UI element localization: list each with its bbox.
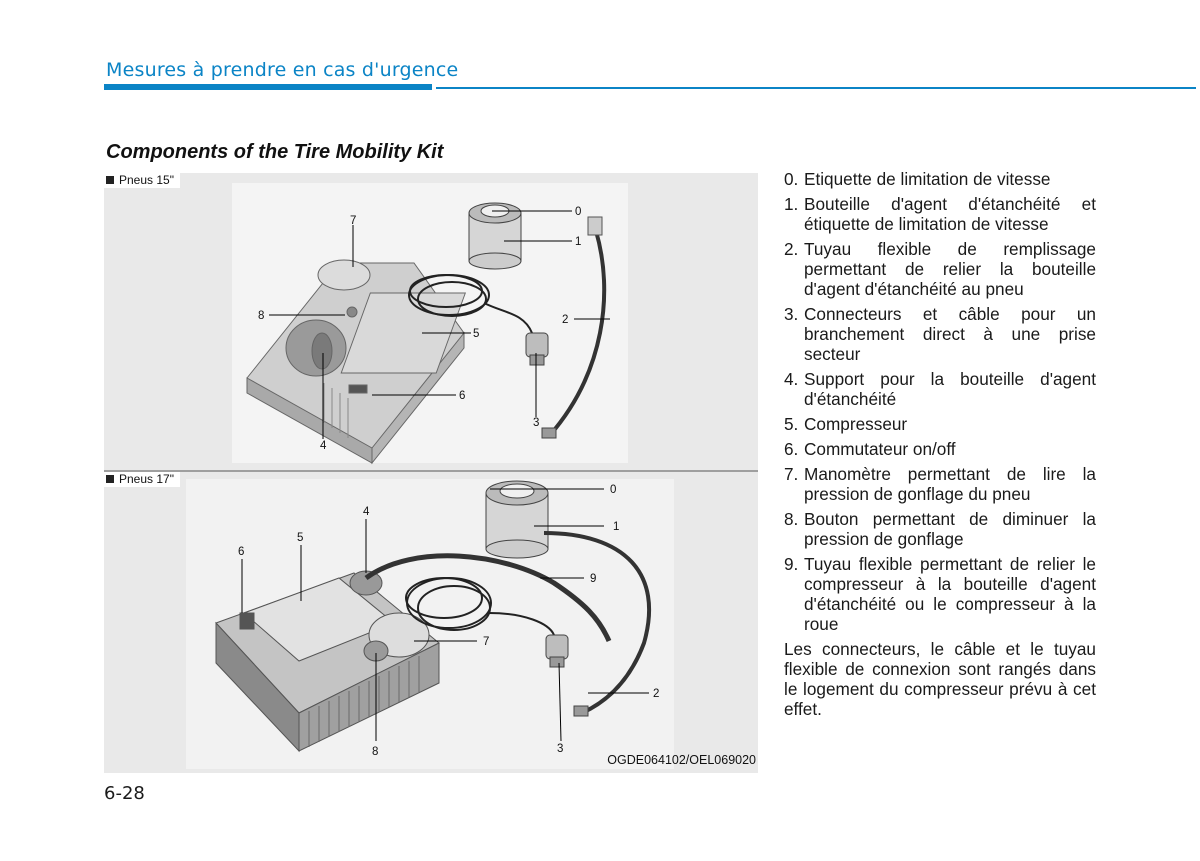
bottom-callout-9: 9 bbox=[590, 573, 596, 585]
square-bullet-icon bbox=[106, 475, 114, 483]
bottom-callout-8: 8 bbox=[372, 746, 378, 758]
panel-label-17: Pneus 17" bbox=[104, 472, 180, 487]
top-callout-0: 0 bbox=[575, 206, 581, 218]
bottom-compressor bbox=[215, 570, 440, 753]
list-item: 7.Manomètre permettant de lire la pressi… bbox=[784, 464, 1096, 504]
bottom-callout-5: 5 bbox=[297, 532, 303, 544]
page-number: 6-28 bbox=[104, 783, 145, 804]
list-item: 2.Tuyau flexible de remplissage permetta… bbox=[784, 239, 1096, 299]
kit-drawing: 7 0 1 8 2 5 6 3 4 bbox=[104, 183, 758, 769]
kit-illustration: 7 0 1 8 2 5 6 3 4 bbox=[104, 173, 758, 773]
bottom-callout-3: 3 bbox=[557, 743, 563, 755]
top-plug bbox=[525, 332, 549, 366]
top-callout-2: 2 bbox=[562, 314, 568, 326]
top-cable-coil bbox=[408, 274, 533, 334]
section-title: Components of the Tire Mobility Kit bbox=[106, 141, 444, 163]
bottom-cable-coil bbox=[405, 577, 555, 636]
list-item: 6.Commutateur on/off bbox=[784, 439, 956, 459]
header-rule-thick bbox=[104, 84, 432, 90]
list-item: 4.Support pour la bouteille d'agent d'ét… bbox=[784, 369, 1096, 409]
list-item: 0.Etiquette de limitation de vitesse bbox=[784, 169, 1051, 189]
top-callout-6: 6 bbox=[459, 390, 465, 402]
top-callout-7: 7 bbox=[350, 215, 356, 227]
top-callout-3: 3 bbox=[533, 417, 539, 429]
figure-caption: OGDE064102/OEL069020 bbox=[607, 753, 756, 767]
bottom-callout-1: 1 bbox=[613, 521, 619, 533]
bottom-callout-7: 7 bbox=[483, 636, 489, 648]
components-list: 0.Etiquette de limitation de vitesse 1.B… bbox=[784, 169, 1096, 719]
bottom-callout-2: 2 bbox=[653, 688, 659, 700]
list-item: 8.Bouton permettant de diminuer la press… bbox=[784, 509, 1096, 549]
top-callout-8: 8 bbox=[258, 310, 264, 322]
bottom-callout-0: 0 bbox=[610, 484, 616, 496]
top-hose bbox=[548, 230, 607, 437]
bottom-callout-6: 6 bbox=[238, 546, 244, 558]
storage-note: Les connecteurs, le câble et le tuyau fl… bbox=[784, 639, 1096, 719]
top-callout-1: 1 bbox=[575, 236, 581, 248]
bottom-callout-4: 4 bbox=[363, 506, 370, 518]
bottom-bottle bbox=[485, 480, 549, 559]
list-item: 5.Compresseur bbox=[784, 414, 908, 434]
top-callout-4: 4 bbox=[320, 440, 327, 452]
top-bottle bbox=[468, 202, 522, 270]
bottom-filler-hose bbox=[543, 531, 651, 715]
top-callout-5: 5 bbox=[473, 328, 479, 340]
header-rule-thin bbox=[436, 87, 1196, 89]
square-bullet-icon bbox=[106, 176, 114, 184]
chapter-title: Mesures à prendre en cas d'urgence bbox=[106, 59, 459, 81]
bottom-plug bbox=[545, 634, 569, 668]
list-item: 9.Tuyau flexible permettant de relier le… bbox=[784, 554, 1096, 634]
panel-label-15: Pneus 15" bbox=[104, 173, 180, 188]
list-item: 3.Connecteurs et câble pour un brancheme… bbox=[784, 304, 1096, 364]
bottom-connect-hose bbox=[364, 553, 612, 643]
list-item: 1.Bouteille d'agent d'étanchéité et étiq… bbox=[784, 194, 1096, 234]
